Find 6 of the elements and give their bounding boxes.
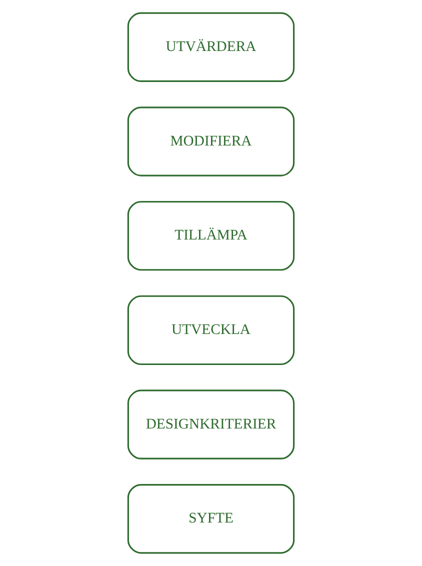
- node-box: UTVÄRDERA: [127, 12, 295, 82]
- node-box: UTVECKLA: [127, 295, 295, 366]
- node-box: MODIFIERA: [127, 106, 295, 176]
- node-box: SYFTE: [127, 484, 295, 554]
- node-box: DESIGNKRITERIER: [127, 390, 295, 460]
- node-box: TILLÄMPA: [127, 200, 295, 271]
